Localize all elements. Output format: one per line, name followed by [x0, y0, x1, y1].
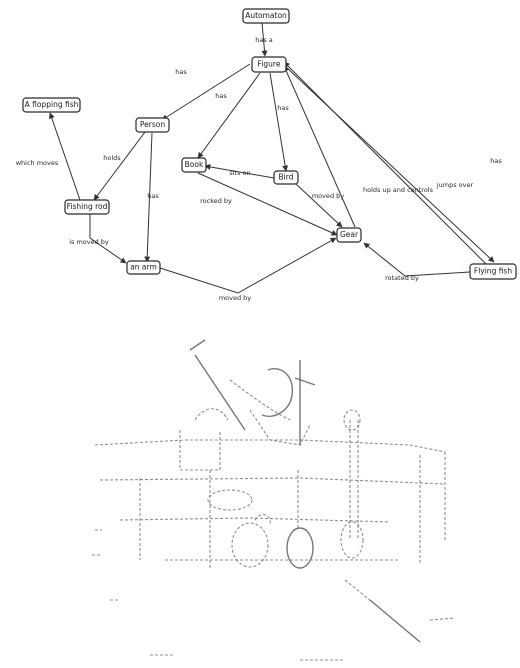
edge-label-bird-gear: moved by: [312, 192, 344, 200]
edge-label-figure-book: has: [215, 92, 227, 100]
edge-gear-flying-fish: [364, 243, 470, 276]
edge-person-fishing-rod: [94, 132, 145, 200]
edge-fishing-rod-flopping-fish: [50, 113, 80, 200]
svg-text:an arm: an arm: [130, 263, 157, 272]
edge-label-gear-flying-fish: rotated by: [385, 274, 419, 282]
svg-text:Figure: Figure: [258, 60, 281, 69]
edge-label-flying-fish-figure: jumps over: [436, 181, 474, 189]
edge-figure-flying-fish: [285, 66, 494, 262]
edge-label-book-gear: rocked by: [200, 197, 232, 205]
edge-label-gear-figure: holds up and controls: [363, 186, 434, 194]
node-fishing-rod: Fishing rod: [65, 200, 109, 214]
node-flopping-fish: A flopping fish: [23, 98, 80, 112]
svg-text:Gear: Gear: [340, 230, 359, 239]
node-gear: Gear: [337, 228, 361, 242]
node-person: Person: [136, 118, 169, 132]
node-arm: an arm: [127, 261, 160, 274]
edge-label-figure-bird: has: [277, 104, 289, 112]
svg-text:Book: Book: [185, 160, 204, 169]
edge-label-figure-flying-fish: has: [490, 157, 502, 165]
svg-text:Fishing rod: Fishing rod: [67, 202, 108, 211]
edge-gear-figure: [284, 66, 355, 227]
edge-label-figure-person: has: [175, 68, 187, 76]
edge-figure-book: [198, 73, 260, 158]
svg-text:Automaton: Automaton: [245, 11, 287, 20]
edge-label-automaton-figure: has a: [255, 36, 273, 44]
svg-text:A flopping fish: A flopping fish: [25, 100, 79, 109]
edge-figure-bird: [270, 73, 286, 171]
node-book: Book: [182, 158, 206, 172]
edge-label-fishing-rod-flopping-fish: which moves: [16, 159, 59, 167]
svg-text:Flying fish: Flying fish: [474, 267, 512, 276]
edge-label-fishing-rod-arm: is moved by: [69, 238, 109, 246]
edge-bird-gear: [296, 184, 342, 227]
svg-text:Person: Person: [140, 120, 165, 129]
edge-flying-fish-figure: [284, 62, 486, 264]
node-flying-fish: Flying fish: [470, 264, 516, 279]
svg-text:Bird: Bird: [279, 173, 294, 182]
node-figure: Figure: [252, 57, 286, 72]
edge-arm-gear: [160, 238, 336, 293]
edge-label-arm-gear: moved by: [219, 294, 251, 302]
node-bird: Bird: [274, 171, 298, 184]
node-automaton: Automaton: [243, 9, 289, 23]
edge-label-person-arm: has: [147, 192, 159, 200]
edge-label-bird-book: sits on: [229, 169, 250, 177]
edge-label-person-fishing-rod: holds: [103, 154, 121, 162]
automaton-sketch: [92, 340, 455, 660]
